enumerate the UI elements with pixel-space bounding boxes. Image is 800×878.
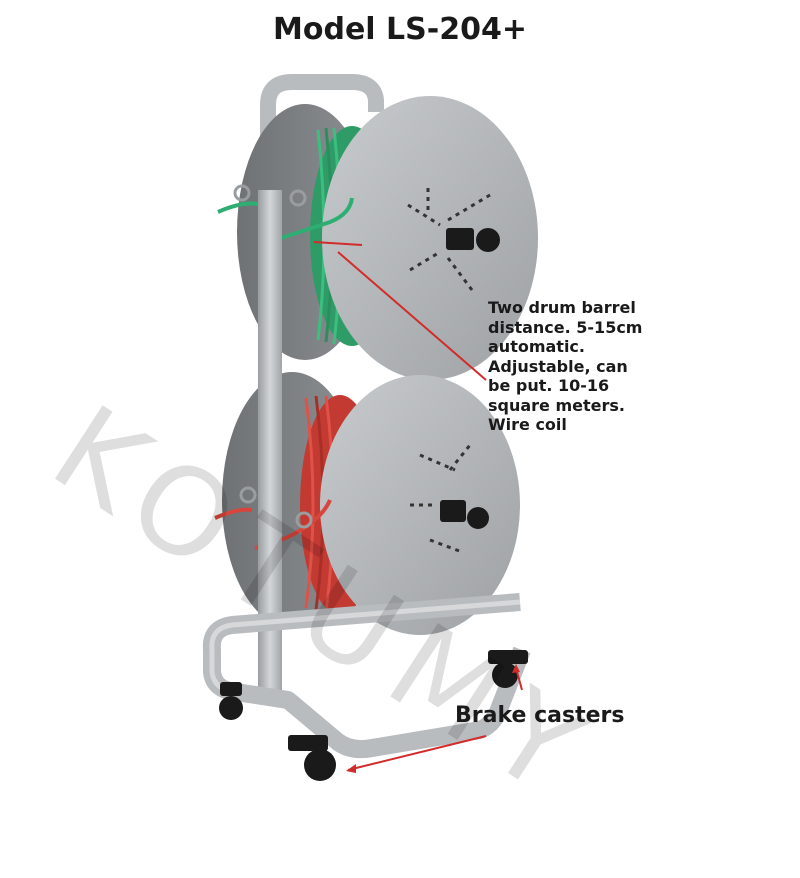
description-line: Two drum barrel bbox=[488, 298, 636, 317]
description-line: be put. 10-16 bbox=[488, 376, 610, 395]
description-line: Wire coil bbox=[488, 415, 567, 434]
description-line: Adjustable, can bbox=[488, 356, 628, 376]
brake-casters-label: Brake casters bbox=[455, 703, 625, 728]
arrow-head-front-caster bbox=[346, 764, 356, 773]
caster-left bbox=[219, 682, 243, 720]
caster-right bbox=[488, 650, 528, 688]
upper-hub-knob bbox=[446, 228, 474, 250]
frame-handle bbox=[260, 74, 384, 190]
caster-front bbox=[288, 735, 336, 781]
lower-hub-knob bbox=[440, 500, 466, 522]
description-line: distance. 5-15cm bbox=[488, 317, 643, 337]
frame-upright bbox=[258, 190, 282, 690]
page-title: Model LS-204+ bbox=[273, 12, 527, 47]
reel-stand-photo bbox=[202, 74, 538, 781]
feature-description: Two drum barrel distance. 5-15cm automat… bbox=[488, 298, 688, 435]
arrow-head-right-caster bbox=[512, 664, 520, 673]
lower-reel bbox=[214, 372, 520, 635]
lower-reel-slots bbox=[410, 444, 472, 554]
description-line: square meters. bbox=[488, 395, 625, 415]
description-line: automatic. bbox=[488, 337, 585, 356]
upper-reel-slots bbox=[407, 188, 491, 291]
